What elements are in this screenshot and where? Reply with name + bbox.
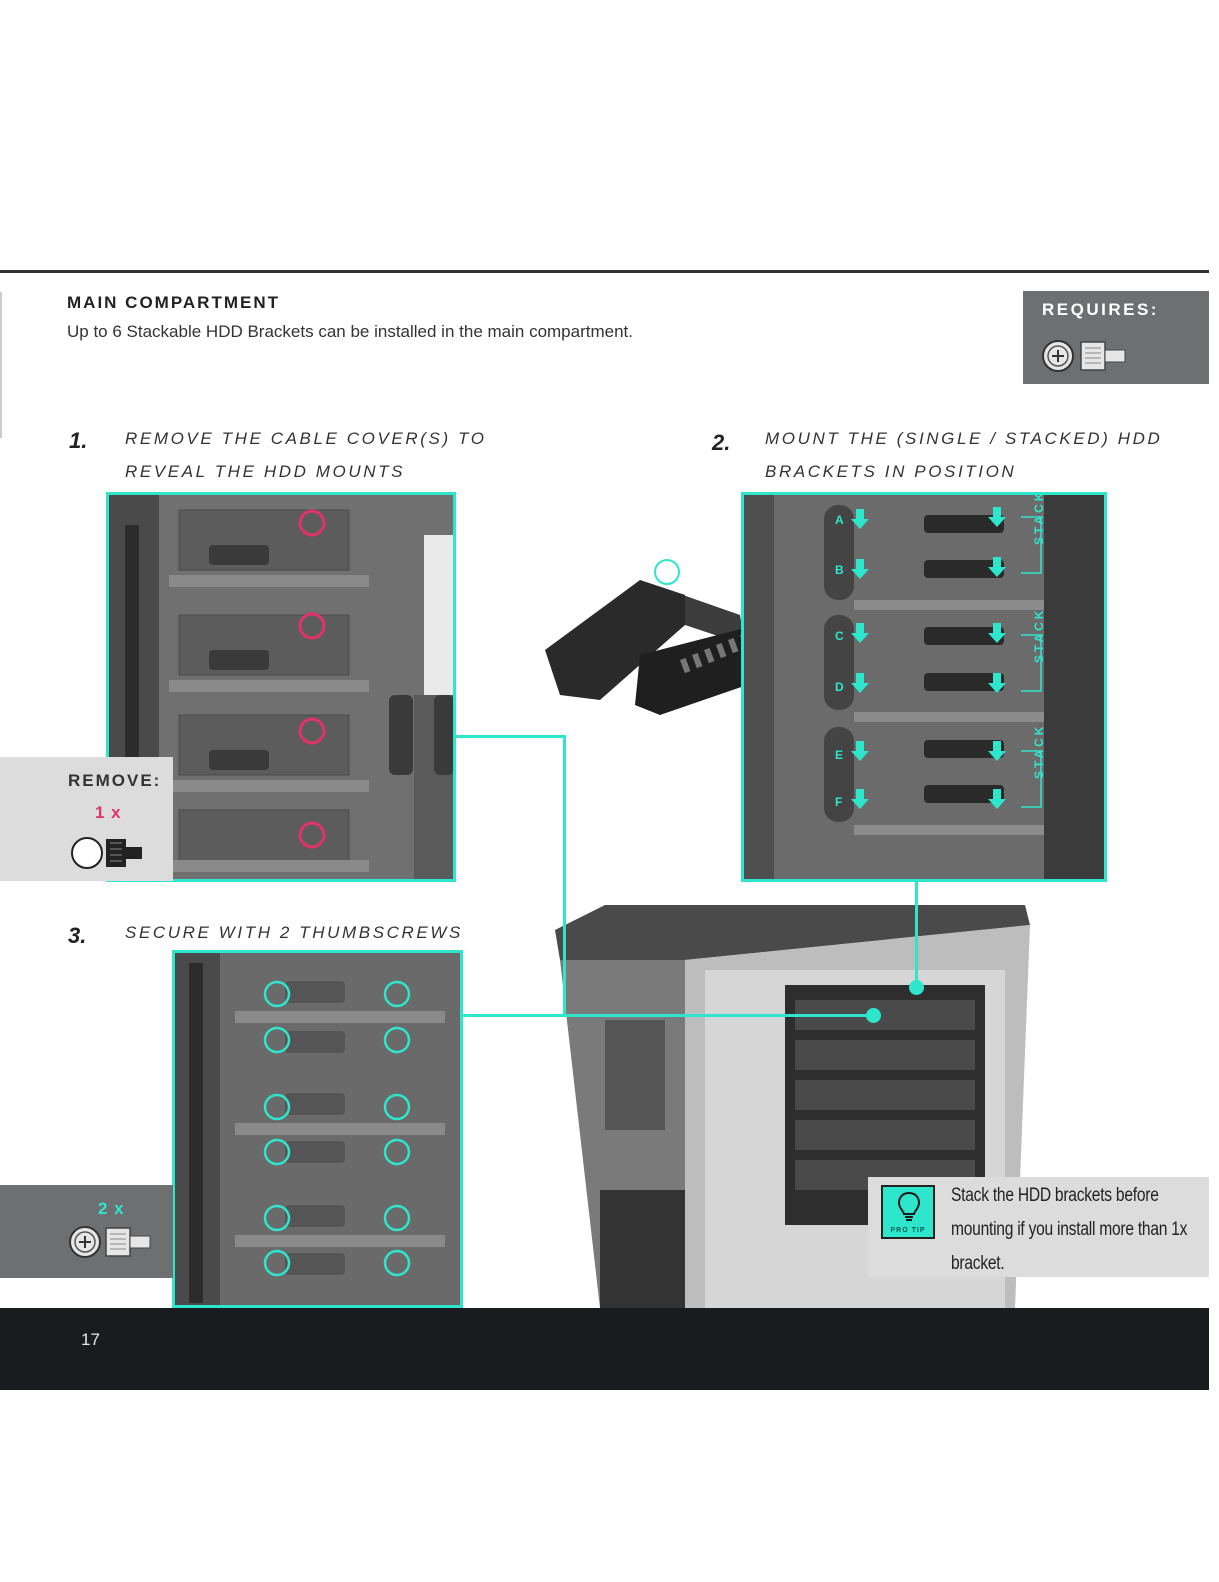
- thumbscrew-positions-illustration: [175, 953, 460, 1305]
- hdd-mount-illustration: [109, 495, 453, 879]
- pro-tip-label: PRO TIP: [890, 1227, 926, 1234]
- position-label-f: F: [835, 795, 843, 809]
- step-3-text: SECURE WITH 2 THUMBSCREWS: [125, 916, 463, 949]
- step-1-line-1: REMOVE THE CABLE COVER(S) TO: [125, 429, 487, 448]
- thumbscrew-quantity-panel: 2 x: [0, 1185, 173, 1278]
- step-2-number: 2.: [712, 430, 731, 455]
- stack-label-3: STACK: [1032, 723, 1046, 779]
- hdd-positions-illustration: [744, 495, 1104, 879]
- page-footer: 17: [0, 1308, 1209, 1390]
- cable-cover-screw-icon: [71, 837, 142, 869]
- connector-line: [915, 882, 918, 987]
- connector-dot: [909, 980, 924, 995]
- thumbscrew-icon: [69, 1226, 151, 1258]
- header-rule: [0, 270, 1209, 273]
- connector-line: [456, 735, 566, 738]
- thumbscrew-quantity: 2 x: [98, 1199, 125, 1218]
- requires-panel: REQUIRES:: [1023, 291, 1209, 384]
- thumbscrew-icon: [1042, 340, 1126, 372]
- position-label-a: A: [835, 513, 844, 527]
- pro-tip-panel: PRO TIP Stack the HDD brackets before mo…: [868, 1177, 1209, 1277]
- connector-dot: [866, 1008, 881, 1023]
- section-description: Up to 6 Stackable HDD Brackets can be in…: [67, 322, 633, 341]
- position-label-d: D: [835, 680, 844, 694]
- step-3-photo: [172, 950, 463, 1308]
- remove-quantity: 1 x: [95, 803, 122, 822]
- lightbulb-shape: [897, 1191, 921, 1221]
- page-number: 17: [81, 1330, 100, 1349]
- section-title: MAIN COMPARTMENT: [67, 293, 280, 312]
- step-1-text: REMOVE THE CABLE COVER(S) TO REVEAL THE …: [125, 422, 487, 488]
- step-1-line-2: REVEAL THE HDD MOUNTS: [125, 462, 406, 481]
- connector-line: [563, 735, 566, 1017]
- position-label-c: C: [835, 629, 844, 643]
- remove-label: REMOVE:: [68, 771, 162, 790]
- left-margin-rule: [0, 292, 2, 438]
- step-2-line-1: MOUNT THE (SINGLE / STACKED) HDD: [765, 429, 1163, 448]
- stack-label-1: STACK: [1032, 492, 1046, 545]
- step-2-photo: A B C D E F STACK STACK STACK: [741, 492, 1107, 882]
- requires-label: REQUIRES:: [1042, 300, 1159, 319]
- pro-tip-text: Stack the HDD brackets before mounting i…: [951, 1185, 1188, 1274]
- position-label-b: B: [835, 563, 844, 577]
- step-3-number: 3.: [68, 923, 87, 948]
- step-3-line-1: SECURE WITH 2 THUMBSCREWS: [125, 923, 463, 942]
- remove-panel: REMOVE: 1 x: [0, 757, 173, 881]
- position-label-e: E: [835, 748, 844, 762]
- step-2-line-2: BRACKETS IN POSITION: [765, 462, 1017, 481]
- step-2-text: MOUNT THE (SINGLE / STACKED) HDD BRACKET…: [765, 422, 1162, 488]
- step-1-number: 1.: [69, 428, 88, 453]
- connector-line: [463, 1014, 874, 1017]
- stack-label-2: STACK: [1032, 607, 1046, 663]
- lightbulb-icon: PRO TIP: [881, 1185, 935, 1239]
